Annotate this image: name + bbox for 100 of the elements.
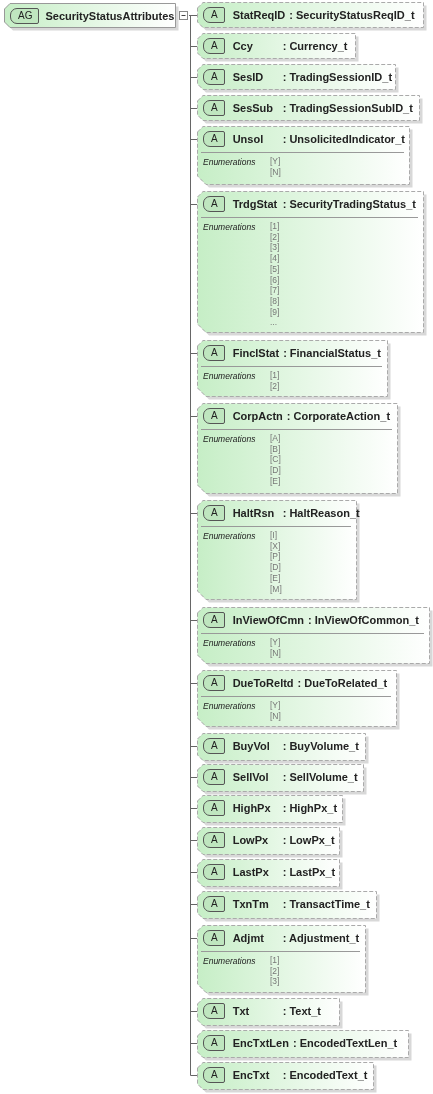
enumerations-label: Enumerations [203,956,256,966]
attribute-badge: A [203,612,225,628]
attribute-name: SellVol [232,771,270,783]
attribute-badge: A [203,345,225,361]
attribute-name: StatReqID [232,9,286,21]
enumeration-values: [I] [X] [P] [D] [E] [M] [270,530,283,595]
attribute-name: DueToReltd [232,677,294,689]
enumerations-label: Enumerations [203,157,256,167]
attribute-name: FinclStat [232,347,280,359]
attribute-type: : InViewOfCommon_t [308,614,419,626]
attribute-badge: A [203,69,225,85]
attribute-box [197,891,380,922]
attribute-type: : Text_t [282,1005,321,1017]
attribute-name: Adjmt [232,932,265,944]
attribute-type: : LowPx_t [282,834,335,846]
attribute-badge: A [203,832,225,848]
attribute-name: SesID [232,71,265,83]
attribute-type: : EncodedText_t [282,1069,368,1081]
attribute-badge: A [203,1067,225,1083]
attribute-name: EncTxtLen [232,1037,289,1049]
attribute-group-box [4,3,189,31]
group-name: SecurityStatusAttributes [45,10,175,22]
attribute-type: : UnsolicitedIndicator_t [282,133,405,145]
enumeration-values: [1] [2] [3] [4] [5] [6] [7] [8] [9] ... [270,221,281,329]
attribute-box [197,340,391,400]
attribute-badge: A [203,100,225,116]
attribute-name: HighPx [232,802,272,814]
attribute-type: : SecurityStatusReqID_t [289,9,415,21]
attribute-box [197,795,346,826]
attribute-box [197,33,359,62]
attribute-badge: A [203,930,225,946]
enumeration-values: [Y] [N] [270,637,282,659]
attribute-type: : DueToRelated_t [297,677,388,689]
attribute-name: BuyVol [232,740,271,752]
attribute-badge: A [203,408,225,424]
attribute-type: : SellVolume_t [282,771,358,783]
attribute-badge: A [203,1003,225,1019]
enumerations-label: Enumerations [203,434,256,444]
enumerations-label: Enumerations [203,371,256,381]
attribute-badge: A [203,800,225,816]
attribute-box [197,827,343,858]
enumerations-label: Enumerations [203,638,256,648]
attribute-type: : SecurityTradingStatus_t [282,198,416,210]
attribute-name: Ccy [232,40,254,52]
group-badge: AG [10,8,40,24]
enumeration-values: [Y] [N] [270,156,282,178]
attribute-name: LastPx [232,866,270,878]
attribute-type: : BuyVolume_t [282,740,359,752]
attribute-badge: A [203,896,225,912]
attribute-box [197,2,427,31]
attribute-box [197,1062,377,1093]
attribute-name: EncTxt [232,1069,271,1081]
attribute-name: Txt [232,1005,251,1017]
attribute-badge: A [203,769,225,785]
attribute-badge: A [203,196,225,212]
enumerations-label: Enumerations [203,701,256,711]
attribute-name: TxnTm [232,898,270,910]
attribute-type: : CorporateAction_t [286,410,391,422]
attribute-badge: A [203,675,225,691]
attribute-type: : Adjustment_t [282,932,360,944]
enumerations-label: Enumerations [203,531,256,541]
enumeration-values: [1] [2] [3] [270,955,281,988]
attribute-badge: A [203,38,225,54]
enumerations-label: Enumerations [203,222,256,232]
attribute-name: SesSub [232,102,275,114]
attribute-badge: A [203,738,225,754]
attribute-badge: A [203,864,225,880]
attribute-box [197,500,360,603]
enumeration-values: [Y] [N] [270,700,282,722]
enumeration-values: [A] [B] [C] [D] [E] [270,433,282,487]
attribute-name: HaltRsn [232,507,276,519]
attribute-badge: A [203,131,225,147]
attribute-type: : Currency_t [282,40,348,52]
attribute-name: InViewOfCmn [232,614,304,626]
attribute-badge: A [203,7,225,23]
attribute-type: : LastPx_t [282,866,336,878]
attribute-type: : HighPx_t [282,802,338,814]
attribute-type: : TransactTime_t [282,898,370,910]
attribute-box [197,126,413,188]
attribute-type: : TradingSessionSubID_t [282,102,413,114]
attribute-box [197,670,400,730]
attribute-box [197,64,399,93]
attribute-box [197,607,433,667]
attribute-name: TrdgStat [232,198,279,210]
connector-line [188,15,198,16]
attribute-type: : EncodedTextLen_t [292,1037,398,1049]
attribute-type: : FinancialStatus_t [283,347,381,359]
attribute-box [197,859,343,890]
attribute-box [197,95,423,124]
attribute-box [197,733,369,764]
attribute-box [197,1030,412,1061]
attribute-box [197,998,343,1029]
attribute-badge: A [203,505,225,521]
attribute-name: Unsol [232,133,265,145]
attribute-badge: A [203,1035,225,1051]
attribute-type: : TradingSessionID_t [282,71,393,83]
attribute-box [197,925,369,996]
attribute-type: : HaltReason_t [282,507,360,519]
enumeration-values: [1] [2] [270,370,281,392]
attribute-box [197,191,427,336]
